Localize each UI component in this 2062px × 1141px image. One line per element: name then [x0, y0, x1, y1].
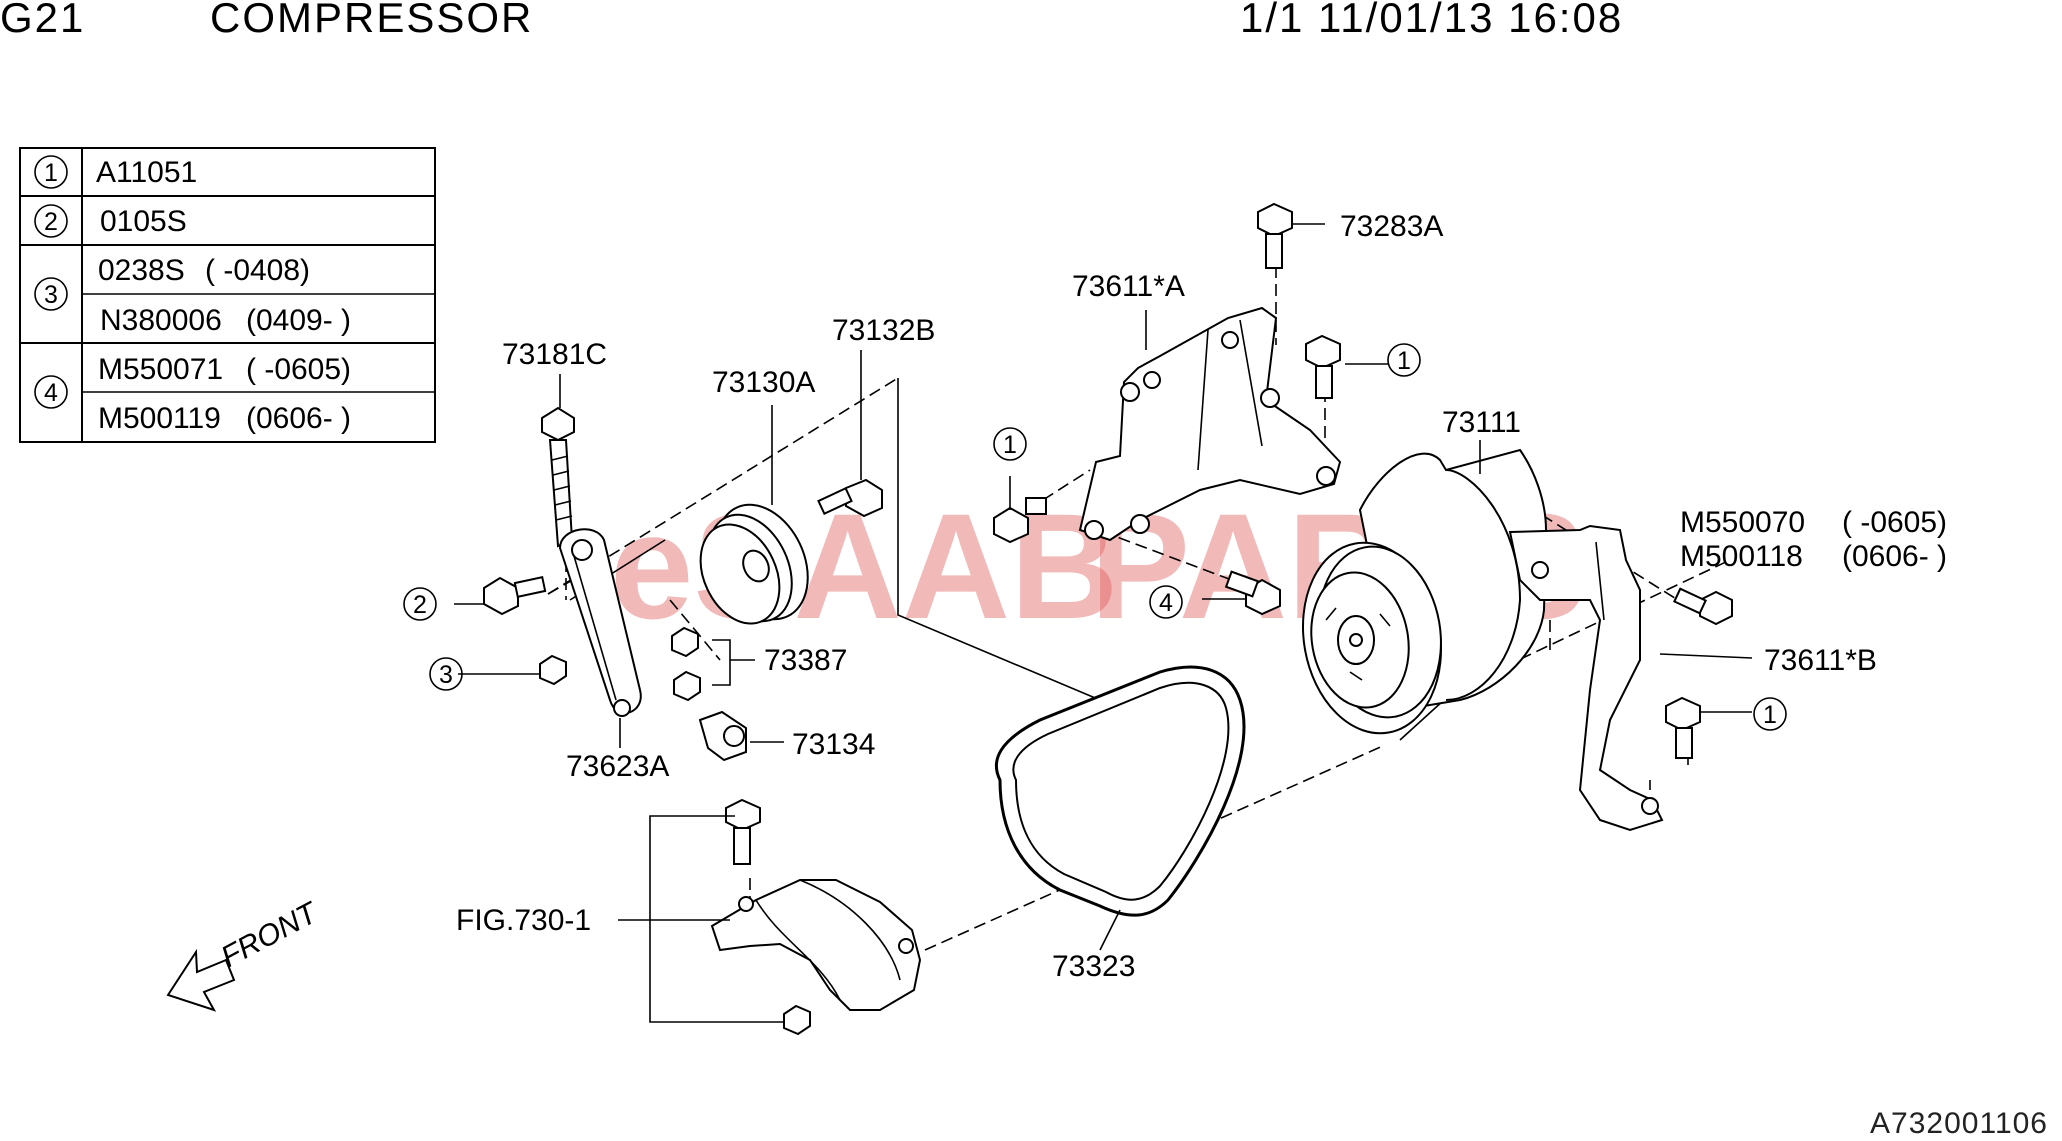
label-m550070: M550070	[1680, 506, 1805, 539]
svg-text:4: 4	[44, 379, 58, 407]
front-direction-arrow-icon: FRONT	[166, 895, 325, 1012]
callout-ref-1-top: 1	[1387, 343, 1421, 377]
label-73283a: 73283A	[1340, 210, 1443, 243]
label-73134: 73134	[792, 728, 875, 761]
label-73323: 73323	[1052, 950, 1135, 983]
legend-ref-4: 4	[34, 375, 68, 409]
leader-lines	[454, 223, 1753, 1023]
tensioner-bolt-73181c	[541, 406, 575, 548]
nut-cover-bottom	[783, 1004, 811, 1036]
compressor-bracket-73611b	[1508, 524, 1664, 832]
label-73611b: 73611*B	[1764, 644, 1877, 677]
diagram-title: COMPRESSOR	[210, 0, 534, 41]
label-73132b: 73132B	[832, 314, 935, 347]
front-label: FRONT	[216, 895, 325, 974]
svg-text:3: 3	[439, 661, 453, 689]
svg-text:4: 4	[1159, 589, 1173, 617]
legend-date-range: ( -0605)	[246, 353, 351, 386]
nut-ref-3	[539, 654, 567, 686]
label-m500118-range: (0606- )	[1842, 540, 1947, 573]
callout-ref-3: 3	[429, 657, 463, 691]
legend-ref-1: 1	[34, 155, 68, 189]
svg-text:2: 2	[413, 591, 427, 619]
svg-text:1: 1	[1397, 347, 1411, 375]
bolt-ref-2	[483, 576, 547, 616]
legend-date-range: ( -0408)	[205, 254, 310, 287]
label-m550070-range: ( -0605)	[1842, 506, 1947, 539]
ac-compressor-73111	[1301, 448, 1548, 735]
legend-part-number: A11051	[96, 156, 197, 189]
label-m500118: M500118	[1680, 540, 1803, 573]
svg-text:1: 1	[1763, 701, 1777, 729]
bolt-m550070	[1673, 587, 1733, 626]
legend-table: 1 2 3 4 A11051 0105S 0238S ( -0408) N380…	[19, 147, 436, 443]
idler-pulley-73130a	[699, 503, 809, 625]
bolt-ref-1-right	[1665, 696, 1701, 759]
bolt-ref-1-top	[1305, 334, 1341, 399]
nut-73387	[671, 626, 701, 702]
label-73130a: 73130A	[712, 366, 815, 399]
callout-ref-4: 4	[1149, 585, 1183, 619]
svg-text:1: 1	[44, 159, 58, 187]
adjuster-73134	[698, 710, 747, 762]
label-73611a: 73611*A	[1072, 270, 1185, 303]
diagram-reference-code: A732001106	[1870, 1107, 2048, 1140]
bolt-73283a	[1257, 202, 1293, 269]
legend-part-number: M550071	[98, 353, 223, 386]
bolt-cover-top	[725, 798, 761, 865]
diagram-group-code: G21	[0, 0, 86, 41]
svg-text:3: 3	[44, 281, 58, 309]
svg-text:2: 2	[44, 208, 58, 236]
callout-ref-1-right: 1	[1753, 697, 1787, 731]
legend-date-range: (0409- )	[246, 304, 351, 337]
drive-belt-73323	[994, 665, 1246, 917]
belt-cover-fig-730-1	[710, 879, 922, 1011]
label-73623a: 73623A	[566, 750, 669, 783]
legend-ref-2: 2	[34, 204, 68, 238]
callout-ref-2: 2	[403, 587, 437, 621]
legend-date-range: (0606- )	[246, 402, 351, 435]
part-labels: 73283A 73611*A 73181C 73132B 73130A 7311…	[456, 210, 1947, 983]
label-73387: 73387	[764, 644, 847, 677]
tensioner-bracket-73623a	[558, 528, 642, 717]
page-info: 1/1 11/01/13 16:08	[1240, 0, 1624, 41]
label-73111: 73111	[1442, 406, 1521, 439]
svg-text:1: 1	[1003, 431, 1017, 459]
pulley-bolt-73132b	[817, 478, 883, 518]
legend-part-number: N380006	[100, 304, 222, 337]
compressor-bracket-73611a	[1078, 306, 1342, 542]
legend-part-number: M500119	[98, 402, 221, 435]
label-fig-730-1: FIG.730-1	[456, 904, 591, 937]
legend-part-number: 0238S	[98, 254, 185, 287]
label-73181c: 73181C	[502, 338, 607, 371]
legend-ref-3: 3	[34, 277, 68, 311]
callout-ref-1-left: 1	[993, 427, 1027, 461]
legend-part-number: 0105S	[100, 205, 187, 238]
bolt-ref-4	[1224, 570, 1281, 616]
